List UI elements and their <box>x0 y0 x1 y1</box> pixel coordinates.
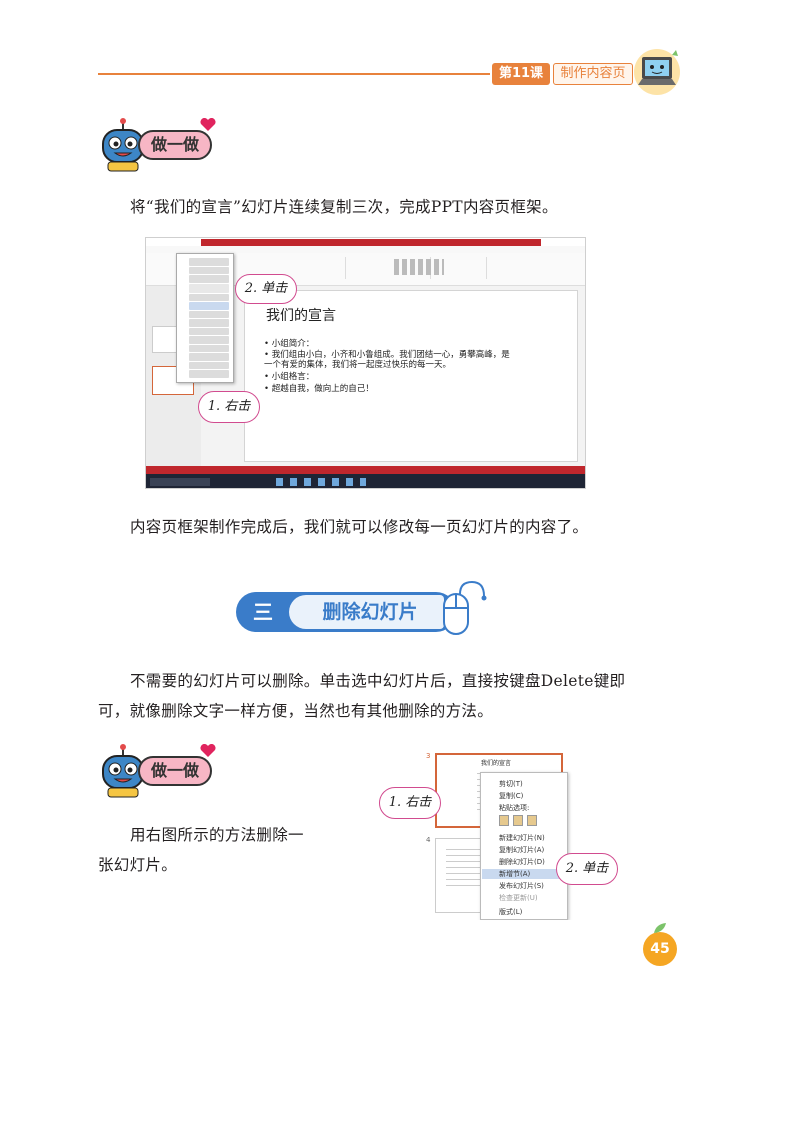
slide-number: 3 <box>426 752 431 760</box>
slide-title: 我们的宣言 <box>266 308 336 324</box>
exercise-line1: 用右图所示的方法删除一 <box>130 826 304 844</box>
lesson-title: 制作内容页 <box>553 63 633 85</box>
menu-item-delete-slide[interactable]: 删除幻灯片(D) <box>499 858 545 866</box>
menu-item-add-section[interactable]: 新增节(A) <box>499 870 531 878</box>
status-bar <box>146 466 585 474</box>
slide-bullet: • 小组格言： <box>264 372 315 382</box>
robot-icon <box>102 744 144 798</box>
context-menu: 剪切(T) 复制(C) 粘贴选项: 新建幻灯片(N) 复制幻灯片(A) 删除幻灯… <box>480 772 568 920</box>
section-title: 删除幻灯片 <box>322 601 418 623</box>
menu-highlight <box>482 869 566 879</box>
slide-canvas[interactable] <box>244 290 578 462</box>
paste-icon[interactable] <box>527 815 537 826</box>
activity-badge: 做一做 <box>98 744 223 804</box>
window-title-strip <box>201 239 541 246</box>
menu-item-check-updates: 检查更新(U) <box>499 894 538 902</box>
slide-bullet: • 我们组由小白，小齐和小鲁组成。我们团结一心，勇攀高峰，是 <box>264 350 510 360</box>
menu-item-layout[interactable]: 版式(L) <box>499 908 523 916</box>
delete-paragraph-line2: 可，就像删除文字一样方便，当然也有其他删除的方法。 <box>98 702 494 720</box>
menu-item-new-slide[interactable]: 新建幻灯片(N) <box>499 834 545 842</box>
section-banner-inner <box>289 595 444 629</box>
menu-item-cut[interactable]: 剪切(T) <box>499 780 523 788</box>
paste-icon[interactable] <box>513 815 523 826</box>
ribbon-tabs <box>146 246 585 253</box>
instruction-paragraph: 将“我们的宣言”幻灯片连续复制三次，完成PPT内容页框架。 <box>130 198 558 216</box>
activity-title: 做一做 <box>138 130 212 160</box>
callout-click: 2. 单击 <box>235 274 297 304</box>
callout-right-click: 1. 右击 <box>379 787 441 819</box>
windows-taskbar <box>146 474 585 488</box>
heart-icon <box>200 744 216 757</box>
slide-bullet: • 小组简介： <box>264 339 315 349</box>
exercise-line2: 张幻灯片。 <box>98 856 178 874</box>
mouse-icon <box>443 580 487 635</box>
activity-badge: 做一做 <box>98 118 223 178</box>
context-menu <box>176 253 234 383</box>
callout-click: 2. 单击 <box>556 853 618 885</box>
paste-icon[interactable] <box>499 815 509 826</box>
heart-icon <box>200 118 216 131</box>
menu-item-paste-options: 粘贴选项: <box>499 804 530 812</box>
menu-item-publish-slides[interactable]: 发布幻灯片(S) <box>499 882 544 890</box>
thumb-title: 我们的宣言 <box>481 760 512 767</box>
slide-number: 4 <box>426 836 431 844</box>
powerpoint-screenshot-copy: 我们的宣言 • 小组简介： • 我们组由小白，小齐和小鲁组成。我们团结一心，勇攀… <box>145 237 586 489</box>
leaf-icon <box>654 923 666 933</box>
menu-item-copy[interactable]: 复制(C) <box>499 792 524 800</box>
slide-bullet: • 超越自我，做向上的自己！ <box>264 384 374 394</box>
powerpoint-screenshot-delete: 3 我们的宣言 4 剪切(T) 复制(C) 粘贴选项: 新建幻灯片(N) 复制幻… <box>425 750 573 920</box>
menu-item-duplicate-slide[interactable]: 复制幻灯片(A) <box>499 846 545 854</box>
callout-right-click: 1. 右击 <box>198 391 260 423</box>
header-rule <box>98 73 490 75</box>
section-number: 三 <box>253 600 273 624</box>
activity-title: 做一做 <box>138 756 212 786</box>
delete-paragraph-line1: 不需要的幻灯片可以删除。单击选中幻灯片后，直接按键盘Delete键即 <box>130 672 626 690</box>
slide-bullet: 一个有爱的集体，我们将一起度过快乐的每一天。 <box>264 360 452 370</box>
robot-icon <box>102 118 144 172</box>
duplicate-slide-menu-item[interactable] <box>189 302 229 310</box>
laptop-mascot-icon <box>634 49 680 95</box>
paragraph-after-screenshot: 内容页框架制作完成后，我们就可以修改每一页幻灯片的内容了。 <box>130 518 589 536</box>
page-number: 45 <box>643 932 677 966</box>
lesson-label: 第11课 <box>492 63 550 85</box>
